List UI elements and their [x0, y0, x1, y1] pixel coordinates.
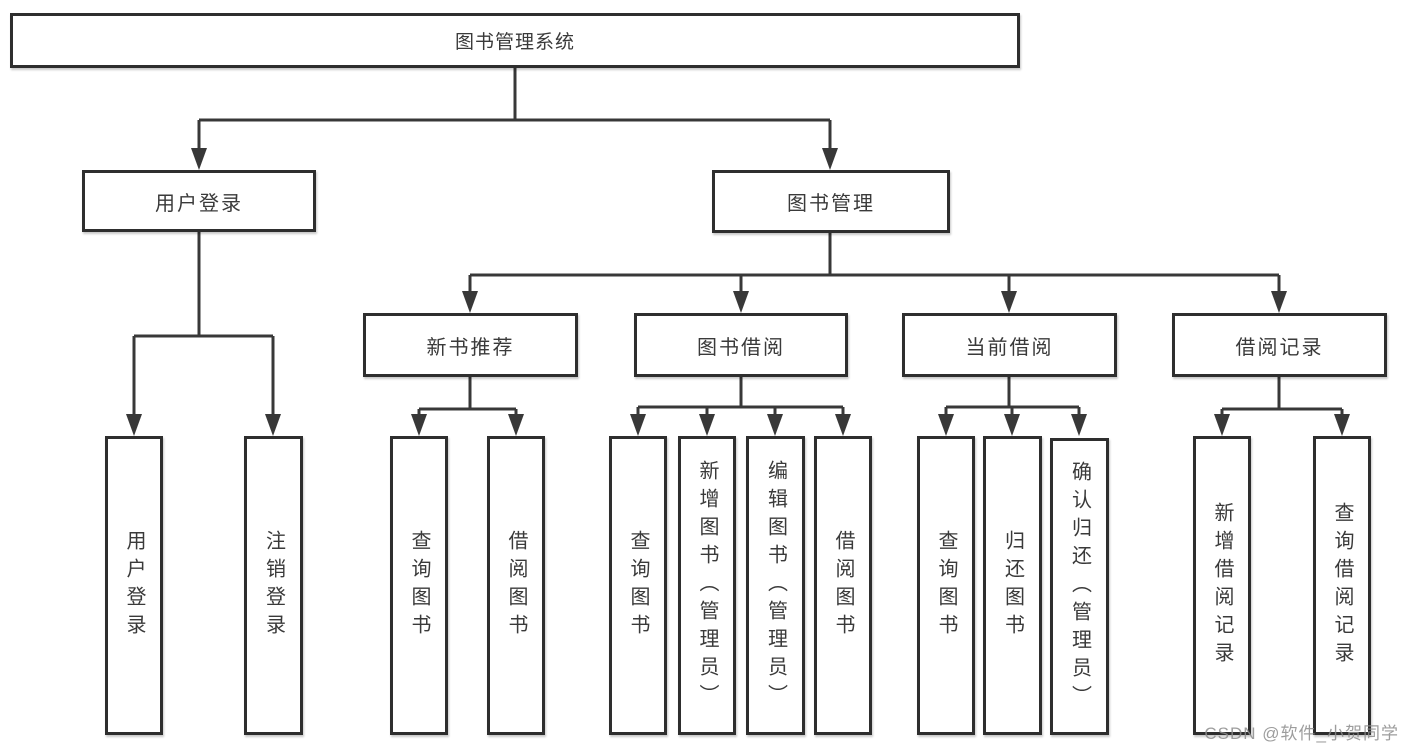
node-label: 图书管理系统 [454, 32, 575, 53]
connector-group-book-management [468, 233, 1281, 293]
arrowheads-level3 [462, 291, 1287, 313]
leaf-query-borrow-record: 查询借阅记录 [1313, 436, 1371, 735]
leaf-query-books-borrowing: 查询图书 [609, 436, 667, 735]
arrowhead-icon [1004, 414, 1020, 436]
leaf-query-books-recommend: 查询图书 [390, 436, 448, 735]
arrowheads-borrow-records [1214, 414, 1350, 436]
arrowhead-icon [699, 414, 715, 436]
node-label: 查询图书 [935, 529, 957, 642]
arrowhead-icon [126, 414, 142, 436]
node-label: 用户登录 [123, 529, 145, 642]
leaf-edit-books-admin: 编辑图书（管理员） [746, 436, 805, 735]
node-label: 查询借阅记录 [1331, 501, 1353, 670]
arrowhead-icon [1001, 291, 1017, 313]
node-user-login: 用户登录 [82, 170, 316, 232]
node-label: 借阅图书 [505, 529, 527, 642]
leaf-add-borrow-record: 新增借阅记录 [1193, 436, 1251, 735]
arrowhead-icon [822, 148, 838, 170]
leaf-confirm-return-admin: 确认归还（管理员） [1050, 438, 1109, 735]
node-label: 新书推荐 [426, 336, 515, 359]
arrowhead-icon [835, 414, 851, 436]
node-label: 借阅图书 [832, 529, 854, 642]
node-label: 查询图书 [627, 529, 649, 642]
connector-group-book-borrowing [636, 377, 845, 417]
arrowheads-current-borrowing [938, 414, 1087, 436]
node-label: 图书管理 [787, 193, 875, 215]
leaf-add-books-admin: 新增图书（管理员） [678, 436, 736, 735]
leaf-borrow-books-recommend: 借阅图书 [487, 436, 545, 735]
arrowhead-icon [1071, 414, 1087, 436]
arrowhead-icon [508, 414, 524, 436]
node-label: 借阅记录 [1235, 336, 1324, 359]
arrowhead-icon [411, 414, 427, 436]
node-label: 编辑图书（管理员） [764, 459, 787, 712]
connector-group-borrow-records [1220, 377, 1344, 417]
node-label: 用户登录 [155, 192, 243, 215]
node-label: 新增图书（管理员） [696, 459, 718, 712]
arrowheads-user-login [126, 414, 281, 436]
leaf-borrow-books-borrowing: 借阅图书 [814, 436, 872, 735]
node-label: 注销登录 [262, 529, 285, 642]
node-new-book-recommend: 新书推荐 [363, 313, 578, 377]
node-book-borrowing: 图书借阅 [634, 313, 848, 377]
node-label: 图书借阅 [697, 336, 785, 359]
node-label: 当前借阅 [965, 336, 1054, 359]
connector-group-root [197, 68, 832, 152]
arrowheads-book-borrowing [630, 414, 851, 436]
arrowhead-icon [767, 414, 783, 436]
arrowhead-icon [191, 148, 207, 170]
node-label: 新增借阅记录 [1211, 501, 1233, 670]
arrowhead-icon [1334, 414, 1350, 436]
arrowheads-new-book [411, 414, 524, 436]
connector-group-new-book [417, 377, 518, 417]
node-borrowing-records: 借阅记录 [1172, 313, 1387, 377]
connector-group-current-borrowing [944, 377, 1081, 417]
node-label: 归还图书 [1001, 529, 1024, 642]
leaf-query-books-current: 查询图书 [917, 436, 975, 735]
connector-group-user-login [132, 232, 275, 416]
node-current-borrowing: 当前借阅 [902, 313, 1117, 377]
leaf-logout: 注销登录 [244, 436, 303, 735]
leaf-return-books: 归还图书 [983, 436, 1042, 735]
node-label: 确认归还（管理员） [1068, 460, 1091, 713]
node-label: 查询图书 [408, 529, 430, 642]
arrowhead-icon [265, 414, 281, 436]
csdn-watermark: CSDN @软件_小贺同学 [1204, 724, 1399, 743]
leaf-user-login: 用户登录 [105, 436, 163, 735]
arrowhead-icon [938, 414, 954, 436]
arrowhead-icon [1271, 291, 1287, 313]
arrowhead-icon [630, 414, 646, 436]
node-library-management-system: 图书管理系统 [10, 13, 1020, 68]
node-book-management: 图书管理 [712, 170, 950, 233]
arrowheads-level2 [191, 148, 838, 170]
arrowhead-icon [462, 291, 478, 313]
arrowhead-icon [1214, 414, 1230, 436]
arrowhead-icon [733, 291, 749, 313]
